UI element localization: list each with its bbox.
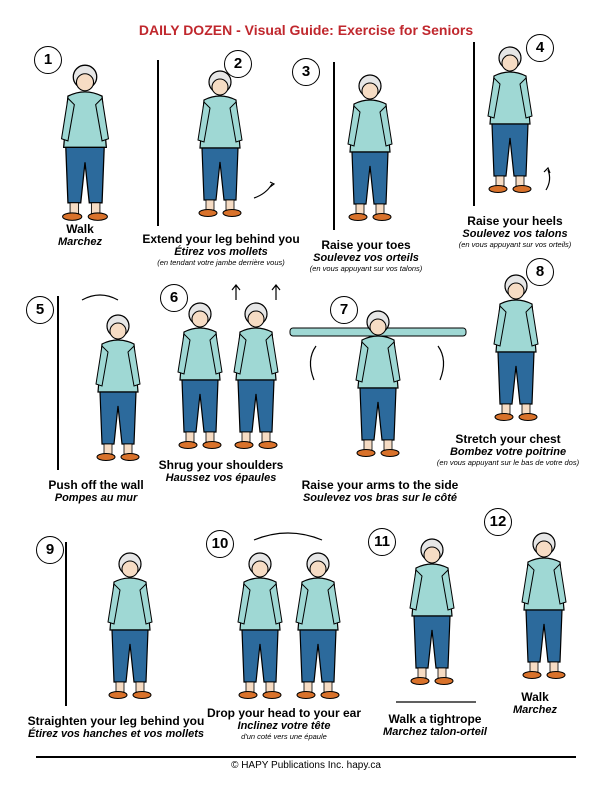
- exercise-number-badge: 1: [34, 46, 62, 74]
- exercise-title-fr: Marchez: [512, 704, 558, 717]
- exercise-title: Raise your arms to the side: [301, 478, 459, 492]
- exercise-note: (en vous appuyant sur le bas de votre do…: [436, 458, 580, 468]
- exercise-title: Raise your heels: [467, 214, 563, 228]
- chest-stretch-figure: [493, 274, 539, 422]
- arm-raise-figure: [289, 310, 467, 458]
- exercise-number-badge: 10: [206, 530, 234, 558]
- exercise-number-badge: 2: [224, 50, 252, 78]
- exercise-title: Walk: [66, 222, 94, 236]
- exercise-title-fr: Étirez vos mollets: [174, 246, 268, 259]
- exercise-number-badge: 9: [36, 536, 64, 564]
- exercise-note: d'un coté vers une épaule: [241, 732, 327, 742]
- tightrope-figure: [396, 538, 476, 703]
- exercise-number-badge: 11: [368, 528, 396, 556]
- exercise-title: Push off the wall: [48, 478, 144, 492]
- exercise-title: Extend your leg behind you: [142, 232, 300, 246]
- exercise-note: (en vous appuyant sur vos orteils): [458, 240, 572, 250]
- exercise-title-fr: Haussez vos épaules: [165, 472, 277, 485]
- exercise-note: (en tendant votre jambe derrière vous): [157, 258, 285, 268]
- walk-figure: [521, 532, 567, 680]
- exercise-title-fr: Étirez vos hanches et vos mollets: [27, 728, 205, 741]
- shrug-figure: [177, 284, 281, 450]
- exercise-title: Raise your toes: [321, 238, 411, 252]
- exercise-title-fr: Soulevez vos orteils: [313, 252, 419, 265]
- exercise-number-badge: 4: [526, 34, 554, 62]
- exercise-title: Drop your head to your ear: [206, 706, 362, 720]
- hip-stretch-figure: [65, 542, 153, 706]
- head-tilt-figure: [237, 532, 341, 700]
- exercise-title-fr: Soulevez vos bras sur le côté: [302, 492, 458, 505]
- footer-divider: [36, 756, 576, 758]
- exercise-number-badge: 6: [160, 284, 188, 312]
- exercise-title-fr: Soulevez vos talons: [462, 228, 568, 241]
- exercise-title: Straighten your leg behind you: [27, 714, 205, 728]
- footer-credit: © HAPY Publications Inc. hapy.ca: [231, 760, 381, 771]
- wall-pushup-figure: [57, 294, 141, 470]
- exercise-title: Walk: [521, 690, 549, 704]
- exercise-title-fr: Marchez: [57, 236, 103, 249]
- exercise-title: Stretch your chest: [455, 432, 561, 446]
- walk-figure: [60, 64, 110, 222]
- raise-heels-figure: [473, 42, 551, 206]
- exercise-number-badge: 12: [484, 508, 512, 536]
- exercise-title-fr: Bombez votre poitrine: [449, 446, 567, 459]
- exercise-note: (en vous appuyant sur vos talons): [309, 264, 423, 274]
- exercise-number-badge: 5: [26, 296, 54, 324]
- exercise-number-badge: 8: [526, 258, 554, 286]
- exercise-title-fr: Marchez talon-orteil: [383, 726, 487, 739]
- exercise-number-badge: 7: [330, 296, 358, 324]
- raise-toes-figure: [333, 62, 393, 230]
- exercise-title: Walk a tightrope: [388, 712, 482, 726]
- exercise-number-badge: 3: [292, 58, 320, 86]
- calf-stretch-figure: [157, 60, 276, 226]
- exercise-title: Shrug your shoulders: [158, 458, 284, 472]
- page-title: DAILY DOZEN - Visual Guide: Exercise for…: [138, 22, 474, 38]
- exercise-title-fr: Inclinez votre tête: [237, 720, 331, 733]
- exercise-title-fr: Pompes au mur: [54, 492, 138, 505]
